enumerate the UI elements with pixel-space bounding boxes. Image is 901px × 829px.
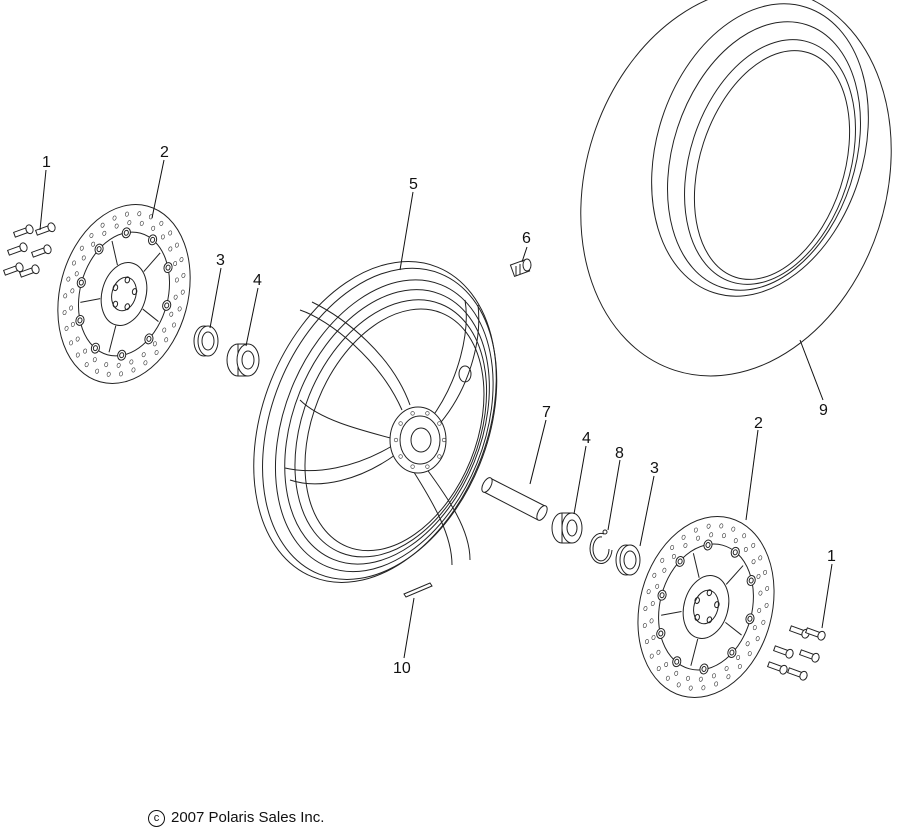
snap-ring: [589, 529, 613, 564]
callout-2-left: 2: [160, 144, 169, 161]
cast-wheel: [253, 261, 498, 583]
callout-5: 5: [409, 176, 418, 193]
axle-spacer: [481, 477, 548, 521]
right-bolts: [766, 625, 826, 681]
callout-4-left: 4: [253, 272, 262, 289]
balance-weight: [403, 582, 433, 598]
leader-lines: [39, 159, 833, 659]
right-bearing: [551, 512, 583, 544]
left-brake-disc: [57, 204, 191, 384]
left-seal: [193, 325, 219, 357]
callout-8: 8: [615, 445, 624, 462]
tire: [580, 0, 892, 377]
callout-9: 9: [819, 402, 828, 419]
right-seal: [615, 544, 641, 576]
right-brake-disc: [637, 516, 775, 698]
callout-7: 7: [542, 404, 551, 421]
left-bearing: [226, 343, 260, 377]
left-bolts: [2, 222, 56, 278]
callout-10: 10: [393, 660, 411, 677]
callout-labels: 1 2 3 4 5 6 7 4 8 3 2 9 1 10: [42, 144, 836, 677]
callout-6: 6: [522, 230, 531, 247]
copyright-text: 2007 Polaris Sales Inc.: [171, 809, 325, 826]
copyright-symbol: c: [148, 810, 165, 827]
callout-2-right: 2: [754, 415, 763, 432]
callout-1-left: 1: [42, 154, 51, 171]
callout-4-right: 4: [582, 430, 591, 447]
valve-stem: [509, 258, 532, 278]
callout-3-right: 3: [650, 460, 659, 477]
copyright-notice: c 2007 Polaris Sales Inc.: [148, 809, 324, 827]
callout-1-right: 1: [827, 548, 836, 565]
callout-3-left: 3: [216, 252, 225, 269]
